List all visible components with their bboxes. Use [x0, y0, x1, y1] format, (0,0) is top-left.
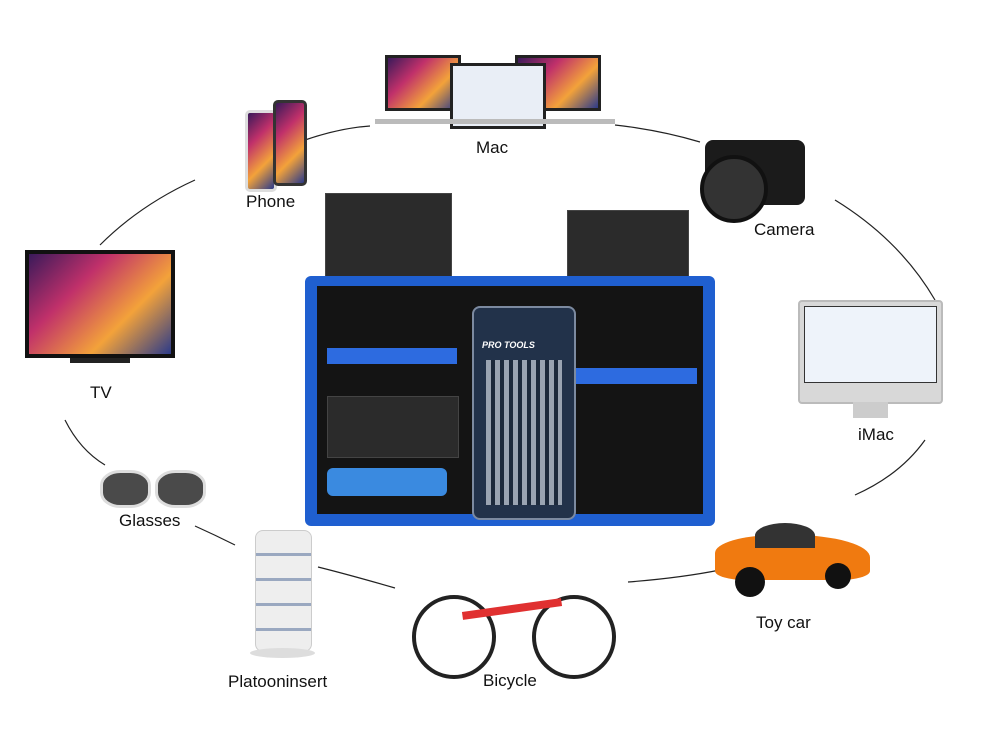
bicycle-image: [412, 560, 617, 679]
arc-tv-phone: [99, 179, 196, 246]
tv-image: [25, 250, 175, 370]
arc-imac-car: [854, 439, 926, 496]
arc-mac-camera: [614, 124, 701, 143]
arc-phone-mac: [304, 125, 371, 141]
camera-image: [695, 120, 810, 223]
mac-image: [375, 55, 615, 130]
platooninsert-image: [250, 530, 315, 660]
arc-glasses-tv: [64, 419, 106, 466]
label-tv: TV: [90, 383, 112, 402]
phone-image: [245, 100, 307, 192]
label-phone: Phone: [246, 192, 296, 211]
label-bicycle: Bicycle: [483, 671, 537, 690]
toy-car-image: [715, 505, 875, 600]
arc-bicycle-platooninsert: [317, 566, 396, 589]
label-imac: iMac: [858, 425, 894, 444]
label-glasses: Glasses: [119, 511, 181, 530]
label-mac: Mac: [476, 138, 509, 157]
tool-kit-image: PRO TOOLS: [305, 276, 715, 526]
arc-platooninsert-glasses: [194, 525, 236, 546]
arc-camera-imac: [834, 199, 936, 301]
label-platooninsert: Platooninsert: [228, 672, 328, 691]
bit-case: PRO TOOLS: [472, 306, 576, 520]
arc-car-bicycle: [627, 569, 721, 583]
imac-image: [798, 300, 943, 420]
label-toy-car: Toy car: [756, 613, 811, 632]
case-title: PRO TOOLS: [482, 340, 535, 350]
glasses-image: [100, 468, 215, 508]
label-camera: Camera: [754, 220, 815, 239]
